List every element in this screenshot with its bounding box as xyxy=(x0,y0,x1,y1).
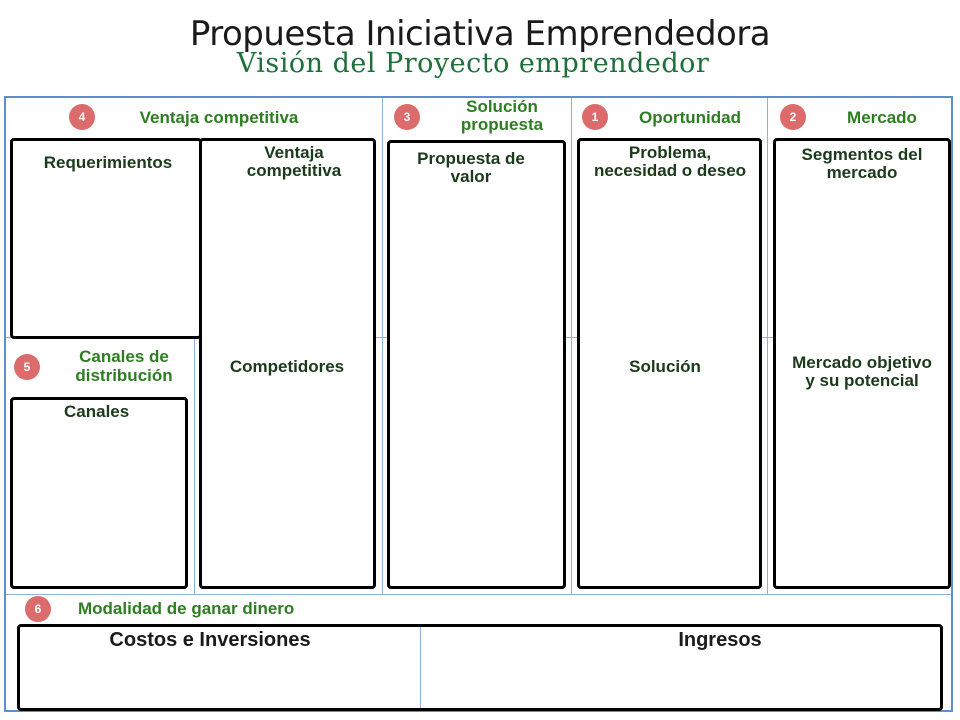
section-modalidad-heading: Modalidad de ganar dinero xyxy=(78,599,295,618)
section-5-badge: 5 xyxy=(14,354,40,380)
column-divider xyxy=(382,98,383,594)
column-divider xyxy=(571,98,572,594)
row-divider xyxy=(6,594,951,595)
propuesta-valor-label: Propuesta de valor xyxy=(417,149,525,186)
modalidad-divider xyxy=(420,627,421,708)
section-6-badge: 6 xyxy=(25,596,51,622)
canales-label: Canales xyxy=(64,402,130,421)
section-4-badge: 4 xyxy=(69,104,95,130)
requerimientos-label: Requerimientos xyxy=(43,153,173,172)
section-2-badge: 2 xyxy=(780,104,806,130)
ventaja-competitiva-label: Ventaja competitiva xyxy=(246,143,342,180)
costos-label: Costos e Inversiones xyxy=(109,629,311,651)
canales-box[interactable] xyxy=(10,397,188,589)
page-subtitle: Visión del Proyecto emprendedor xyxy=(236,48,710,79)
problema-label: Problema, necesidad o deseo xyxy=(593,143,747,180)
mercado-objetivo-label: Mercado objetivo y su potencial xyxy=(792,353,932,390)
column-divider xyxy=(767,98,768,594)
page-title: Propuesta Iniciativa Emprendedora xyxy=(189,14,771,54)
requerimientos-box[interactable] xyxy=(10,138,202,339)
ingresos-label: Ingresos xyxy=(678,629,762,651)
column-divider xyxy=(194,140,195,594)
propuesta-valor-box[interactable] xyxy=(387,140,566,589)
canvas-frame xyxy=(4,96,953,712)
ventaja-competitidores-box[interactable] xyxy=(199,138,376,589)
section-1-badge: 1 xyxy=(582,104,608,130)
section-canales-heading: Canales de distribución xyxy=(75,347,173,385)
modalidad-box[interactable] xyxy=(17,624,943,711)
section-mercado-heading: Mercado xyxy=(847,108,917,127)
section-3-badge: 3 xyxy=(394,104,420,130)
section-solucion-heading: Solución propuesta xyxy=(460,97,544,134)
segmentos-label: Segmentos del mercado xyxy=(801,145,923,182)
section-oportunidad-heading: Oportunidad xyxy=(639,108,741,127)
section-ventaja-heading: Ventaja competitiva xyxy=(139,108,299,127)
segmentos-mercado-box[interactable] xyxy=(773,138,951,589)
competidores-label: Competidores xyxy=(229,357,345,376)
problema-solucion-box[interactable] xyxy=(577,138,762,589)
solucion-label: Solución xyxy=(629,357,701,376)
